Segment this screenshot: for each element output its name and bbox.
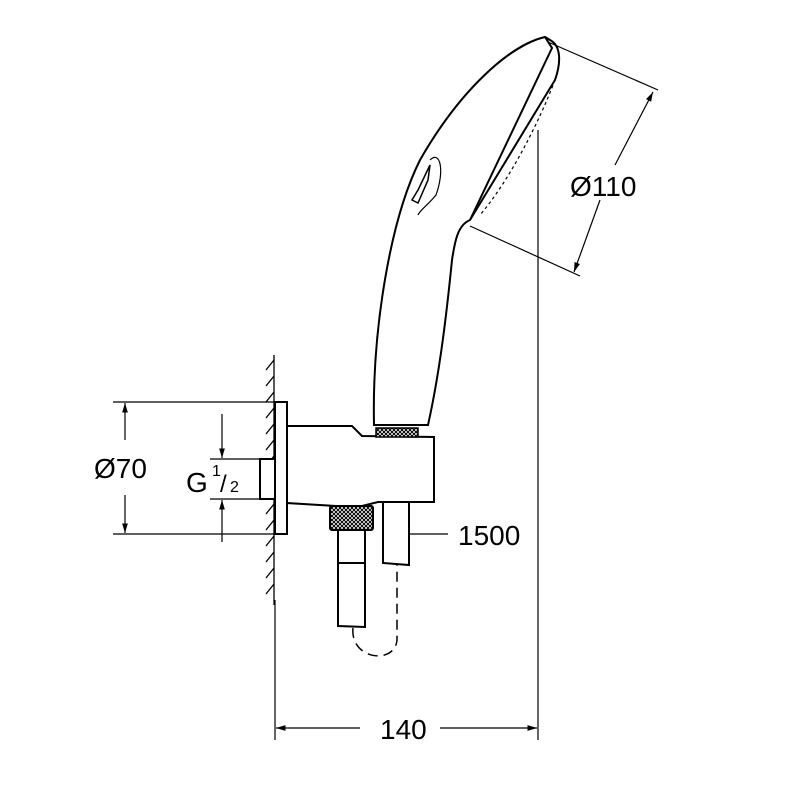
hose-length-label: 1500 xyxy=(458,520,520,551)
projection-label: 140 xyxy=(380,714,427,745)
thread-label: G xyxy=(186,467,208,498)
dimension-lines xyxy=(113,41,659,740)
handle-knurl-ring xyxy=(375,427,419,438)
hose-nut xyxy=(329,505,374,531)
flange-diameter-label: Ø70 xyxy=(94,453,147,484)
thread-slash: / xyxy=(220,471,227,498)
head-diameter-label: Ø110 xyxy=(570,171,636,202)
hand-shower xyxy=(372,35,561,426)
thread-denominator: 2 xyxy=(230,479,239,496)
thread-numerator: 1 xyxy=(212,463,221,480)
holder-body xyxy=(286,425,435,507)
